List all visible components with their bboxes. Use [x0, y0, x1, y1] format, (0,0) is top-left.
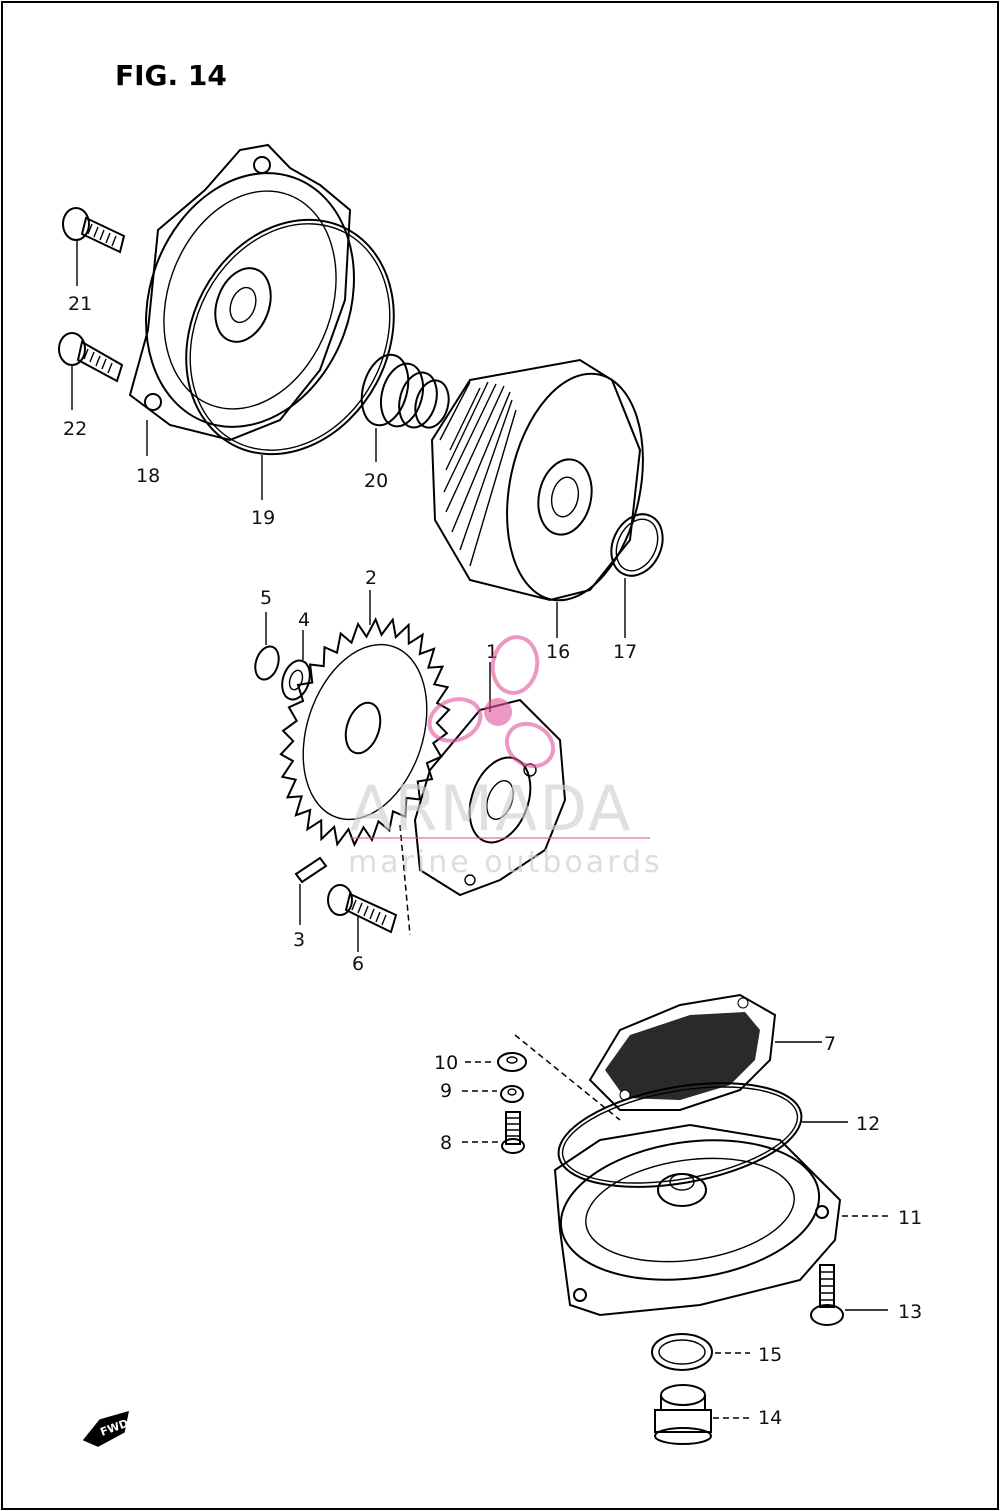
part-label-19: 19 — [251, 507, 275, 529]
oil-filter-16-drawing — [430, 358, 644, 638]
part-label-4: 4 — [298, 609, 310, 631]
part-label-6: 6 — [352, 953, 364, 975]
part-label-12: 12 — [856, 1113, 880, 1135]
bolt-21-drawing — [62, 207, 126, 286]
part-label-21: 21 — [68, 293, 92, 315]
forward-direction-marker: FWD — [82, 1410, 130, 1447]
part-label-5: 5 — [260, 587, 272, 609]
dowel-pin-3-drawing — [294, 856, 328, 925]
o-ring-17-drawing — [610, 513, 664, 638]
part-label-2: 2 — [365, 567, 377, 589]
propeller-logo-icon — [427, 635, 556, 769]
part-label-18: 18 — [136, 465, 160, 487]
bolt-6-drawing — [327, 824, 411, 952]
drain-plug-14-drawing — [654, 1384, 750, 1445]
part-label-8: 8 — [440, 1132, 452, 1154]
gasket-7-drawing — [588, 993, 822, 1111]
part-number-labels: 21 22 18 19 20 16 17 2 5 4 1 3 6 7 10 9 … — [63, 293, 922, 1429]
bolt-22-drawing — [58, 332, 124, 410]
figure-title: FIG. 14 — [115, 59, 227, 92]
armada-watermark: ARMADA marine outboards — [348, 635, 663, 880]
part-label-13: 13 — [898, 1301, 922, 1323]
washer-4-drawing — [281, 630, 311, 701]
screw-8-drawing — [462, 1111, 525, 1154]
part-label-9: 9 — [440, 1080, 452, 1102]
strainer-cover-11-drawing — [553, 1123, 890, 1317]
part-label-3: 3 — [293, 929, 305, 951]
filter-cover-18-drawing — [128, 143, 355, 456]
pump-gear-2-drawing — [279, 590, 451, 848]
part-label-17: 17 — [613, 641, 637, 663]
o-ring-19-drawing — [185, 218, 395, 500]
o-ring-12-drawing — [557, 1082, 848, 1188]
washer-10-drawing — [465, 1034, 621, 1121]
part-label-14: 14 — [758, 1407, 782, 1429]
part-label-20: 20 — [364, 470, 388, 492]
watermark-tagline: marine outboards — [348, 845, 663, 880]
spring-20-drawing — [360, 353, 450, 462]
watermark-brand: ARMADA — [350, 772, 632, 845]
circlip-5-drawing — [254, 612, 280, 681]
part-label-10: 10 — [434, 1052, 458, 1074]
part-label-15: 15 — [758, 1344, 782, 1366]
part-label-7: 7 — [824, 1033, 836, 1055]
lock-washer-9-drawing — [462, 1085, 524, 1103]
part-label-22: 22 — [63, 418, 87, 440]
part-label-16: 16 — [546, 641, 570, 663]
part-label-11: 11 — [898, 1207, 922, 1229]
bolt-13-drawing — [810, 1264, 888, 1326]
gasket-15-drawing — [651, 1333, 750, 1371]
